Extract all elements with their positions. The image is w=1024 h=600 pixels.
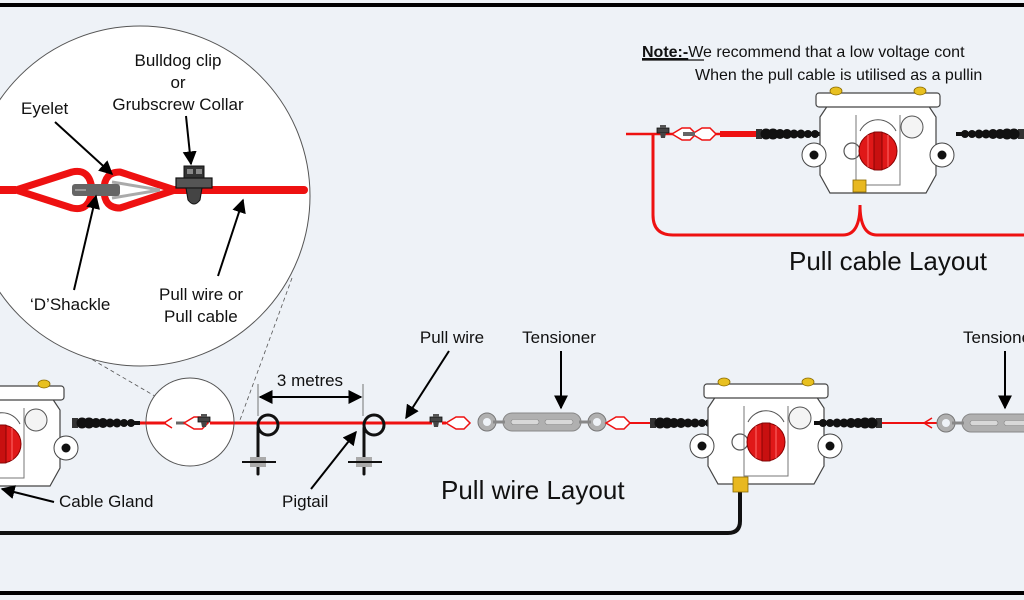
or-label: or xyxy=(170,73,185,92)
pigtail-arrow xyxy=(310,430,357,490)
eyelet-icon xyxy=(445,416,471,430)
eyelet-arrow xyxy=(54,121,114,175)
tensioner-right-label: Tensioner xyxy=(963,328,1024,347)
eyelet-label: Eyelet xyxy=(21,99,69,118)
bulldog-clip-icon xyxy=(656,124,670,139)
tensioner-icon xyxy=(935,412,1024,434)
pull-cable-label: Pull cable xyxy=(164,307,238,326)
pigtail-icon xyxy=(242,413,280,476)
pull-cable-layout-title: Pull cable Layout xyxy=(789,246,988,276)
pull-wire-arrow xyxy=(217,198,246,277)
cable-gland-icon xyxy=(956,128,1024,140)
clip-arrow xyxy=(182,115,197,166)
pull-cable-layout: Pull cable Layout xyxy=(626,86,1024,276)
pull-wire-or-label: Pull wire or xyxy=(159,285,243,304)
d-shackle-arrow xyxy=(73,194,100,291)
note-line-1: We recommend that a low voltage cont xyxy=(688,44,965,61)
note-line-2: When the pull cable is utilised as a pul… xyxy=(695,67,982,84)
tensioner-label: Tensioner xyxy=(522,328,596,347)
eyelet-icon xyxy=(605,416,631,430)
grubscrew-collar-label: Grubscrew Collar xyxy=(112,95,244,114)
svg-text:Note:-We recommend that a low: Note:-We recommend that a low voltage co… xyxy=(642,44,965,61)
eyelet-icon xyxy=(691,127,717,141)
bottom-border xyxy=(0,591,1024,595)
conduit-connector-icon xyxy=(732,476,749,493)
detail-callout: Bulldog clip or Grubscrew Collar Eyelet … xyxy=(0,25,311,421)
return-cable xyxy=(0,492,742,535)
d-shackle-label: ‘D’Shackle xyxy=(30,295,110,314)
conduit-connector-icon xyxy=(852,179,867,193)
tensioner-icon xyxy=(476,411,608,433)
pull-wire-layout: 3 metres Pull wire Tensioner Tensioner P… xyxy=(0,328,1024,535)
top-border xyxy=(0,3,1024,7)
switch-box-icon xyxy=(689,377,843,485)
cable-gland-arrow xyxy=(0,485,55,503)
pull-wire-layout-title: Pull wire Layout xyxy=(441,475,625,505)
pull-wire-label: Pull wire xyxy=(420,328,484,347)
switch-box-icon xyxy=(0,379,79,487)
note-block: Note:-We recommend that a low voltage co… xyxy=(642,44,982,84)
cable-gland-icon xyxy=(72,417,140,429)
pigtail-label: Pigtail xyxy=(282,492,328,511)
pull-wire-arrow xyxy=(405,350,450,420)
switch-box-icon xyxy=(801,86,955,194)
pull-cable-loop xyxy=(651,134,1024,237)
note-prefix: Note:- xyxy=(642,44,688,61)
spacing-label: 3 metres xyxy=(277,371,343,390)
bulldog-clip-icon xyxy=(175,165,213,205)
cable-gland-label: Cable Gland xyxy=(59,492,154,511)
pigtail-icon xyxy=(348,413,386,476)
bulldog-clip-icon xyxy=(429,413,443,428)
cable-gland-icon xyxy=(756,128,824,140)
bulldog-clip-label: Bulldog clip xyxy=(135,51,222,70)
